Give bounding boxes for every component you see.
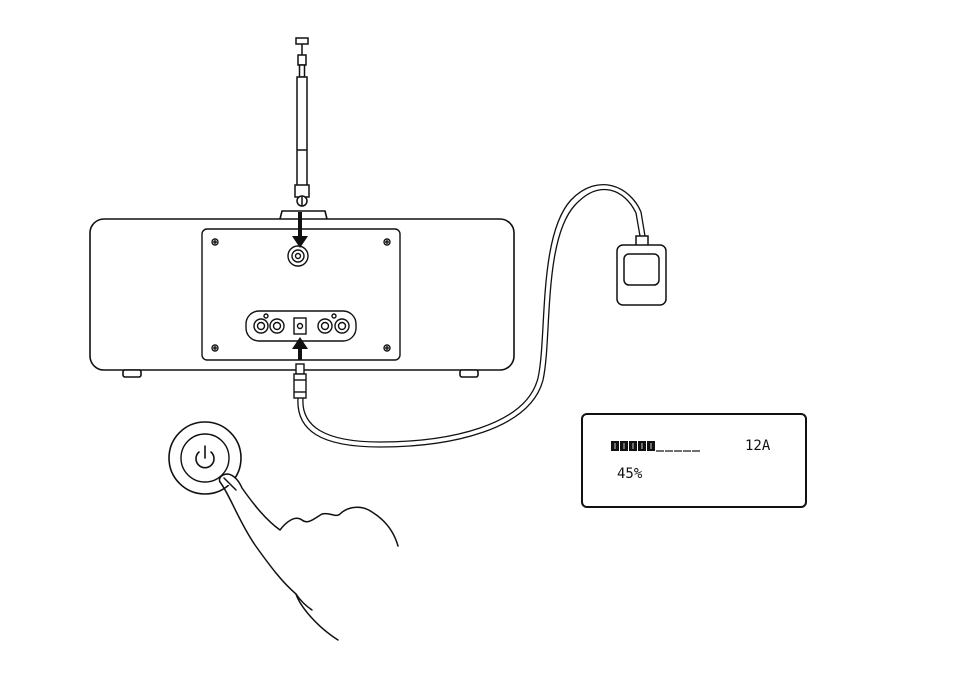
- lcd-display: 12A 45%: [582, 414, 806, 507]
- percent-label: 45%: [617, 466, 643, 482]
- hand-icon: [219, 474, 398, 640]
- telescopic-antenna: [295, 38, 309, 206]
- power-adapter: [617, 236, 666, 305]
- station-label: 12A: [745, 438, 771, 454]
- power-plug: [294, 364, 306, 398]
